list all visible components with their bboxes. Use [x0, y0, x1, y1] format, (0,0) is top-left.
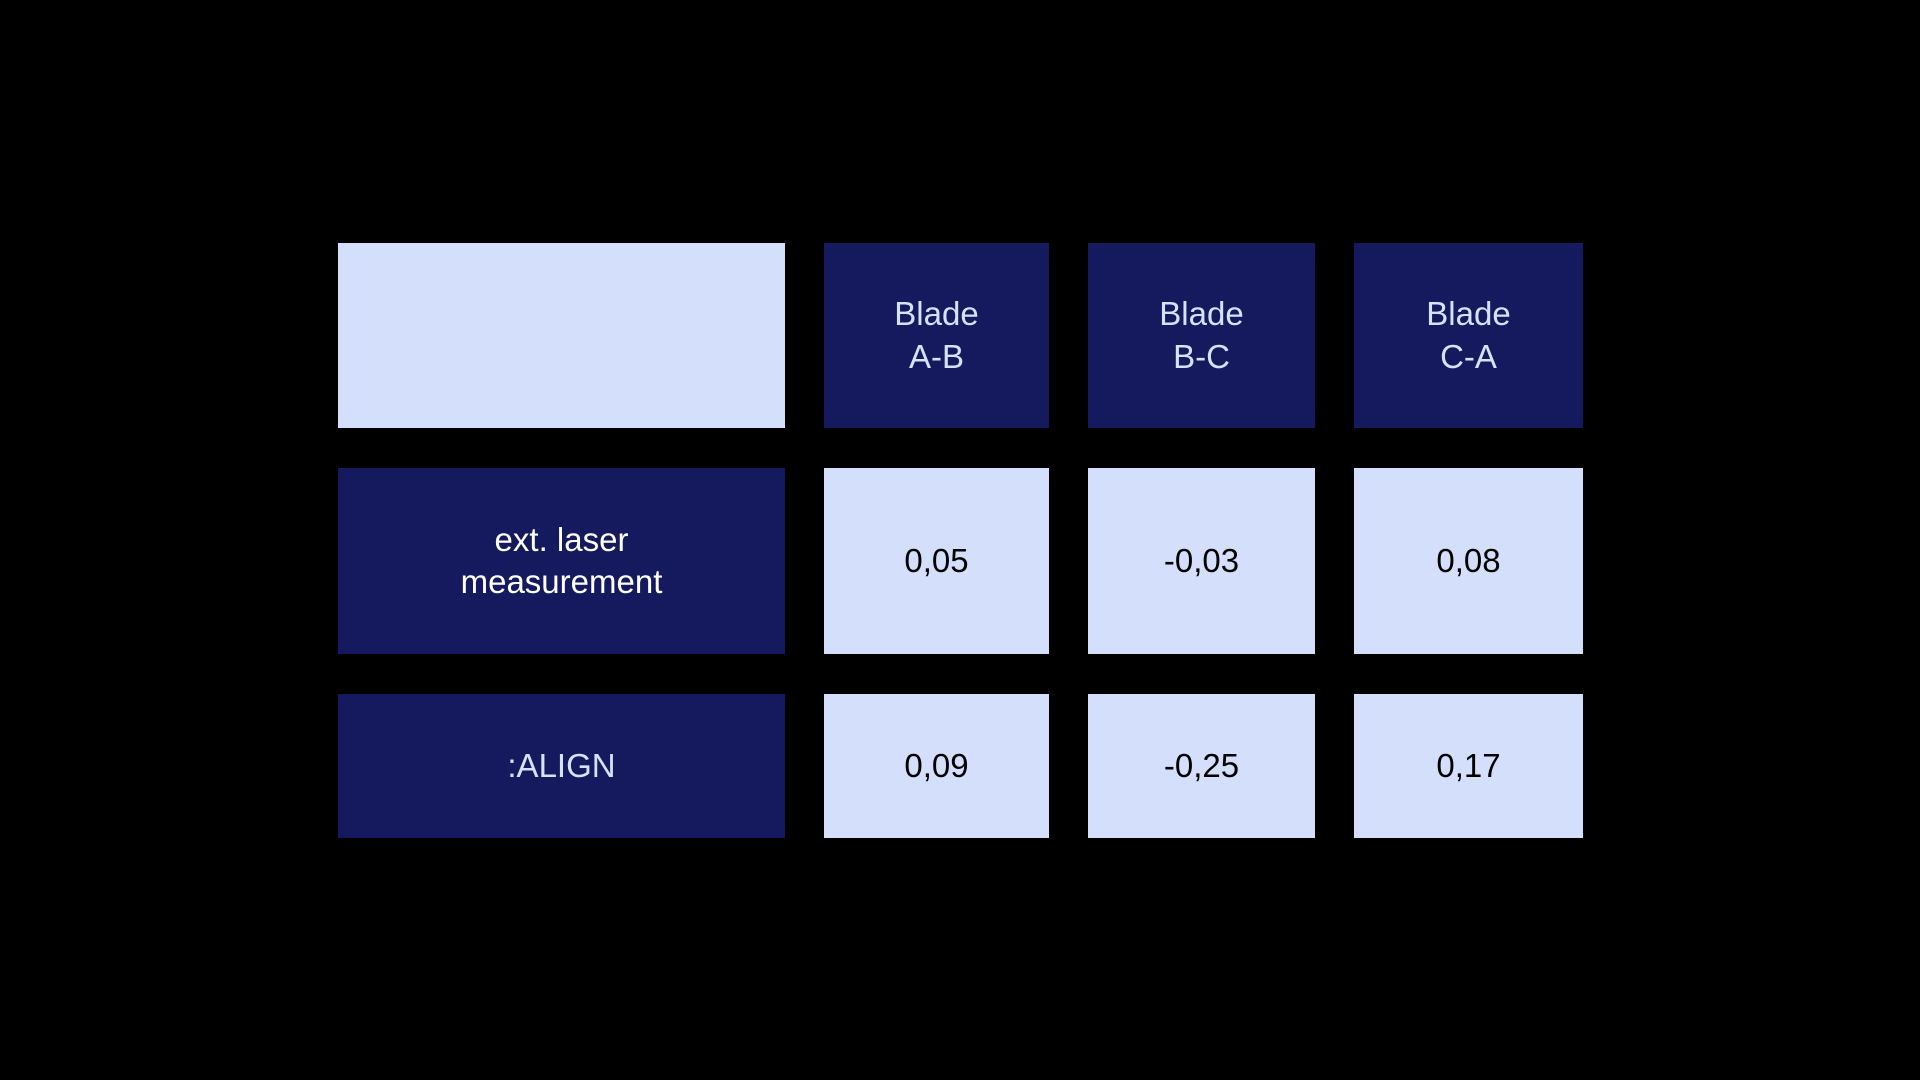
column-header-blade-b-c: Blade B-C [1088, 243, 1315, 428]
table-corner-cell [338, 243, 785, 428]
column-header-blade-a-b: Blade A-B [824, 243, 1049, 428]
table-cell-align-blade-b-c: -0,25 [1088, 694, 1315, 838]
cell-value: 0,08 [1436, 541, 1501, 579]
cell-value: 0,09 [904, 746, 969, 784]
table-cell-align-blade-a-b: 0,09 [824, 694, 1049, 838]
blade-measurement-table: Blade A-B Blade B-C Blade C-A ext. laser… [338, 243, 1583, 838]
cell-value: -0,03 [1163, 541, 1240, 579]
column-header-blade-c-a: Blade C-A [1354, 243, 1583, 428]
row-header-label: :ALIGN [507, 746, 616, 784]
cell-value: 0,17 [1436, 746, 1501, 784]
column-header-label: Blade B-C [1159, 295, 1244, 375]
column-header-label: Blade A-B [894, 295, 979, 375]
row-header-ext-laser-measurement: ext. laser measurement [338, 468, 785, 654]
column-header-label: Blade C-A [1426, 295, 1511, 375]
row-header-label: ext. laser measurement [460, 520, 663, 600]
table-cell-ext-laser-blade-a-b: 0,05 [824, 468, 1049, 654]
cell-value: -0,25 [1163, 746, 1240, 784]
table-cell-align-blade-c-a: 0,17 [1354, 694, 1583, 838]
table-cell-ext-laser-blade-b-c: -0,03 [1088, 468, 1315, 654]
table-cell-ext-laser-blade-c-a: 0,08 [1354, 468, 1583, 654]
cell-value: 0,05 [904, 541, 969, 579]
row-header-align: :ALIGN [338, 694, 785, 838]
